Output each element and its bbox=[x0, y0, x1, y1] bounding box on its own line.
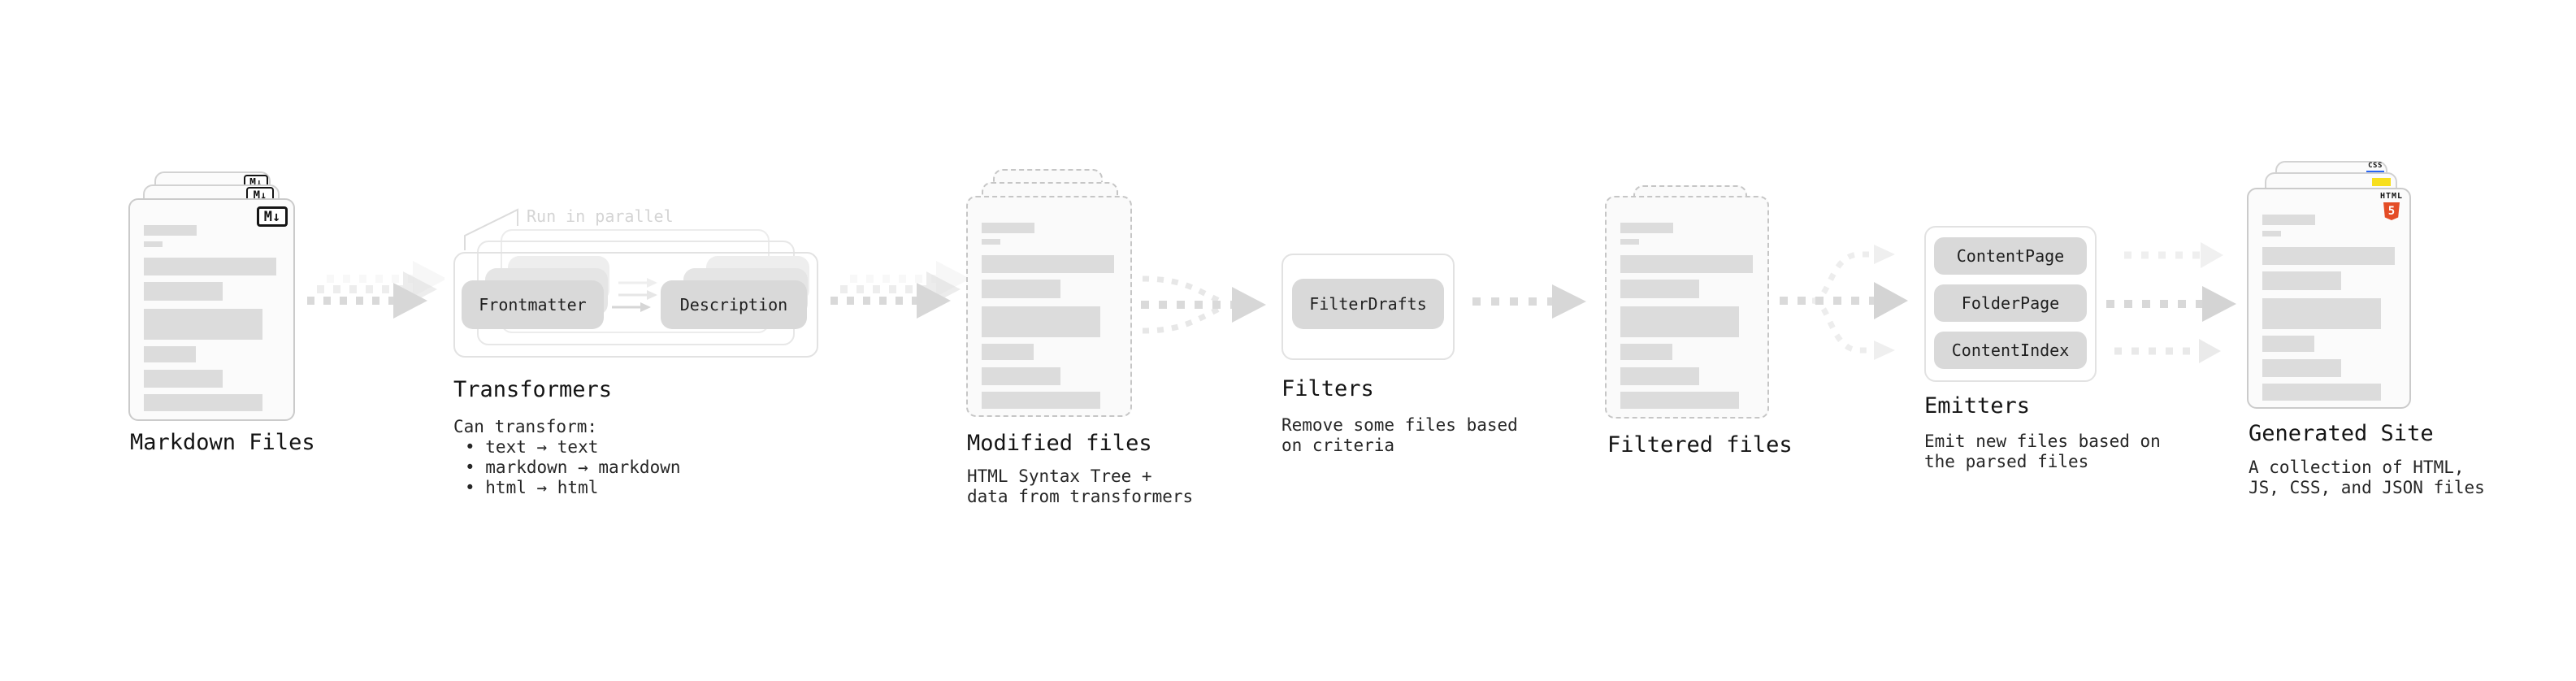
transformers-description: Can transform: • text → text • markdown … bbox=[453, 417, 681, 498]
frontmatter-node: Frontmatter bbox=[462, 280, 604, 329]
stage-label-emitters: Emitters bbox=[1924, 393, 2031, 419]
stage-label-filters: Filters bbox=[1281, 376, 1374, 401]
generated-site-description: A collection of HTML, JS, CSS, and JSON … bbox=[2249, 458, 2485, 497]
arrow-emitters-to-generated bbox=[2106, 242, 2236, 363]
emitters-description: Emit new files based on the parsed files bbox=[1924, 432, 2161, 471]
can-transform-title: Can transform: bbox=[453, 417, 598, 436]
text-placeholder-bars bbox=[1620, 223, 1753, 409]
file-card-front bbox=[966, 196, 1132, 417]
stage-label-markdown-files: Markdown Files bbox=[130, 430, 315, 455]
annotation-leader-line bbox=[464, 208, 518, 250]
text-placeholder-bars bbox=[982, 223, 1114, 409]
text-placeholder-bars bbox=[2262, 215, 2395, 401]
arrow-filtered-to-emitters bbox=[1780, 245, 1908, 360]
modified-files-description: HTML Syntax Tree + data from transformer… bbox=[967, 466, 1194, 506]
bullet-html-to-html: • html → html bbox=[465, 478, 599, 497]
file-card-front bbox=[128, 198, 295, 421]
arrow-filters-to-filtered bbox=[1472, 284, 1586, 319]
contentindex-node: ContentIndex bbox=[1934, 332, 2087, 369]
stage-label-modified-files: Modified files bbox=[967, 431, 1152, 456]
folderpage-node: FolderPage bbox=[1934, 284, 2087, 322]
arrow-modified-to-filters bbox=[1141, 275, 1266, 334]
javascript-icon bbox=[2372, 178, 2391, 186]
filters-box bbox=[1281, 254, 1455, 360]
html5-icon-shield: 5 bbox=[2383, 202, 2400, 220]
stage-label-filtered-files: Filtered files bbox=[1607, 432, 1793, 458]
transformer-layer-box-front bbox=[453, 252, 818, 358]
html5-icon-text: HTML bbox=[2380, 192, 2404, 201]
filterdrafts-node: FilterDrafts bbox=[1292, 279, 1444, 329]
bullet-text-to-text: • text → text bbox=[465, 437, 599, 457]
file-card-front bbox=[2247, 188, 2411, 409]
markdown-icon: M↓ bbox=[257, 206, 288, 227]
bullet-markdown-to-markdown: • markdown → markdown bbox=[465, 458, 681, 477]
stage-label-generated-site: Generated Site bbox=[2249, 421, 2434, 446]
stage-label-transformers: Transformers bbox=[453, 377, 613, 402]
arrow-transformers-to-modified bbox=[830, 261, 968, 319]
css-icon-text: CSS bbox=[2368, 162, 2383, 170]
description-node: Description bbox=[661, 280, 807, 329]
parallel-arrows-icon bbox=[612, 278, 657, 312]
file-card-front bbox=[1605, 196, 1769, 419]
text-placeholder-bars bbox=[144, 225, 276, 411]
html5-icon-number: 5 bbox=[2387, 205, 2396, 218]
html5-icon: HTML 5 bbox=[2380, 193, 2403, 220]
arrow-markdown-to-transformers bbox=[307, 261, 445, 319]
annotation-run-in-parallel: Run in parallel bbox=[527, 206, 674, 226]
filters-description: Remove some files based on criteria bbox=[1281, 415, 1518, 455]
contentpage-node: ContentPage bbox=[1934, 237, 2087, 275]
emitters-box bbox=[1924, 226, 2097, 382]
